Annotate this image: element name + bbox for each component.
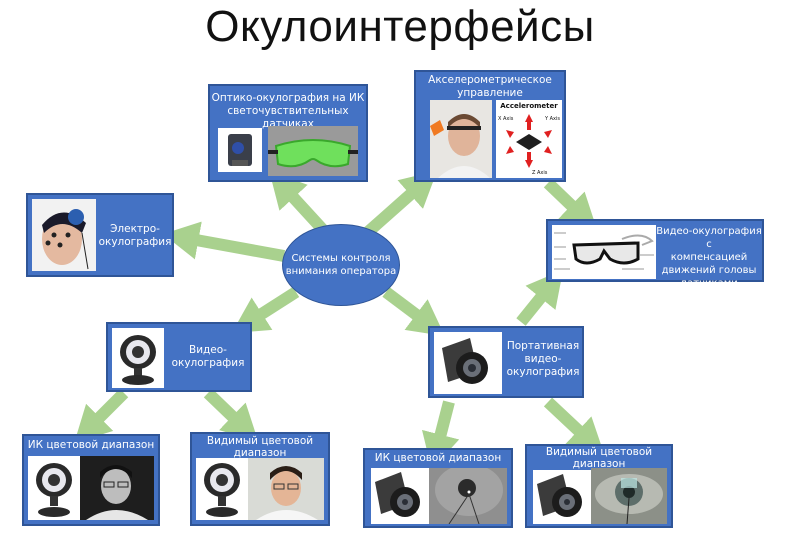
arrow-video-to-visible	[203, 388, 259, 442]
video-line2: окулография	[171, 357, 245, 369]
portable-line2: видео-	[524, 353, 562, 365]
electro-line1: Электро-	[110, 223, 160, 235]
ir-face-image	[80, 456, 154, 520]
center-node: Системы контроля внимания оператора	[282, 224, 400, 306]
portable-visible-line1: Видимый цветовой	[545, 446, 653, 458]
accelerometer-line1: Акселерометрическое	[428, 74, 552, 86]
node-video-ir: ИК цветовой диапазон	[22, 434, 160, 526]
node-portable-visible: Видимый цветовой диапазон	[525, 444, 673, 528]
slide-title: Окулоинтерфейсы	[205, 2, 595, 51]
node-video-visible: Видимый цветовой диапазон	[190, 432, 330, 526]
eog-electrodes-image	[32, 199, 96, 271]
node-portable: Портативная видео- окулография	[428, 326, 584, 398]
electro-line2: окулография	[98, 236, 172, 248]
node-ir-optical: Оптико-окулография на ИК светочувствител…	[208, 84, 368, 182]
node-accelerometer: Акселерометрическое управление Accelerom…	[414, 70, 566, 182]
ir-eye-image	[429, 468, 507, 524]
video-head-line4: датчиками положения	[679, 278, 739, 302]
center-label-line1: Системы контроля	[291, 253, 391, 264]
arrow-portable-to-visible	[543, 397, 605, 455]
node-portable-ir: ИК цветовой диапазон	[363, 448, 513, 528]
operator-headband-image	[430, 100, 492, 178]
z-axis-label: Z Axis	[532, 170, 548, 176]
arrow-to-accelerometer	[364, 170, 438, 237]
node-electro: Электро- окулография	[26, 193, 174, 277]
arrow-portable-to-ir	[422, 400, 460, 470]
accelerometer-line2: управление	[457, 87, 523, 99]
arrow-to-electro	[162, 221, 286, 262]
goggles-image	[268, 126, 358, 176]
arrow-accel-to-videohead	[543, 178, 598, 231]
accelerometer-figure: Accelerometer X Axis Y Axis Z Axis	[496, 100, 562, 178]
arrow-video-to-ir	[74, 388, 129, 443]
arrow-to-portable	[382, 287, 445, 337]
mini-camera-visible-image	[533, 470, 591, 524]
webcam-image	[112, 328, 164, 388]
visible-face-image	[248, 458, 324, 520]
portable-line3: окулография	[506, 366, 580, 378]
video-head-line3: движений головы	[661, 265, 757, 276]
arrow-to-video	[231, 286, 300, 334]
x-axis-label: X Axis	[498, 116, 514, 122]
video-ir-label: ИК цветовой диапазон	[27, 439, 155, 451]
mini-camera-ir-image	[371, 468, 429, 524]
ir-optical-line1: Оптико-окулография на ИК	[211, 92, 365, 104]
node-video: Видео- окулография	[106, 322, 252, 392]
video-visible-line1: Видимый цветовой	[206, 435, 314, 447]
webcam-visible-image	[196, 458, 248, 520]
portable-ir-label: ИК цветовой диапазон	[374, 452, 502, 464]
mini-camera-image	[434, 332, 502, 394]
video-head-line2: компенсацией	[670, 252, 748, 263]
portable-line1: Портативная	[506, 340, 580, 352]
node-video-head-compensation: Видео-окулография с компенсацией движени…	[546, 219, 764, 302]
video-head-line1: Видео-окулография с	[656, 226, 762, 250]
visible-eye-image	[591, 468, 667, 524]
video-visible-line2: диапазон	[233, 447, 287, 459]
y-axis-label: Y Axis	[544, 116, 560, 122]
video-line1: Видео-	[189, 344, 227, 356]
portable-visible-line2: диапазон	[572, 458, 626, 470]
accelerometer-figure-title: Accelerometer	[500, 102, 558, 110]
center-label-line2: внимания оператора	[285, 266, 397, 277]
instrumented-glasses-image	[552, 225, 656, 279]
sensor-device-image	[218, 128, 262, 172]
webcam-ir-image	[28, 456, 80, 520]
arrow-portable-to-videohead	[516, 269, 564, 326]
